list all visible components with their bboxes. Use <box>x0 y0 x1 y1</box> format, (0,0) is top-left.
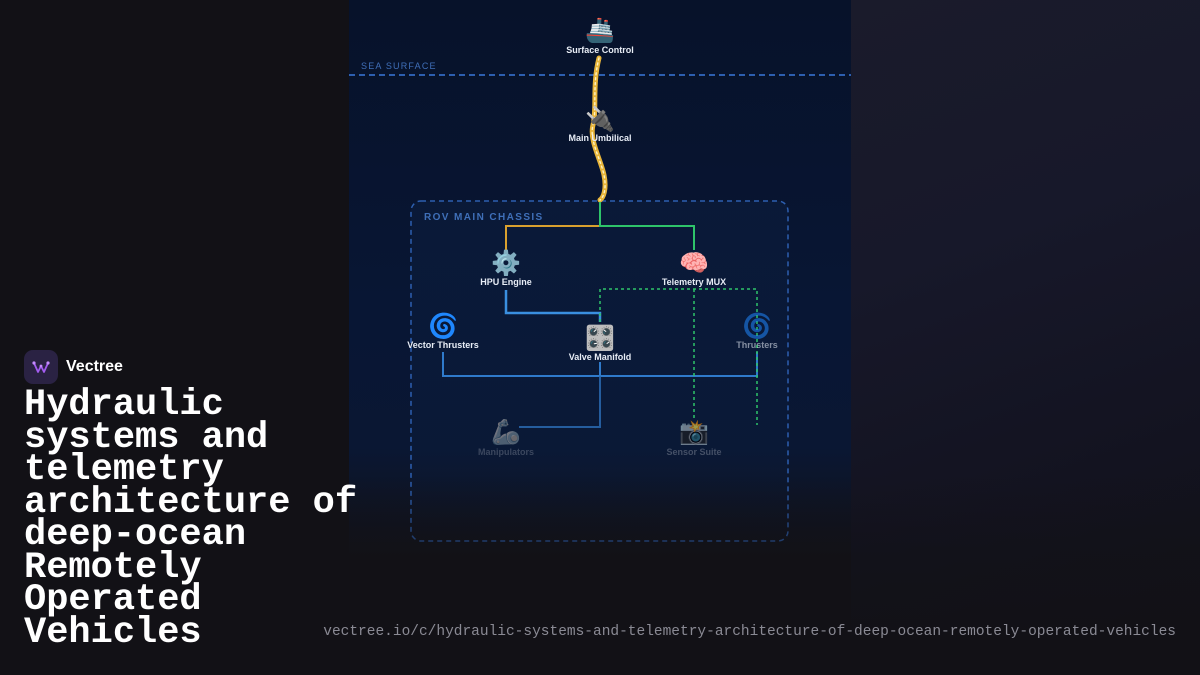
rov-chassis-label: ROV MAIN CHASSIS <box>424 212 544 223</box>
rov-architecture-diagram: SEA SURFACE ROV MAIN CHASSIS 🚢 Surface C… <box>349 0 851 560</box>
surface-control-label: Surface Control <box>566 45 634 55</box>
node-main-umbilical: 🔌 Main Umbilical <box>568 105 631 143</box>
node-manipulators: 🦾 Manipulators <box>478 418 534 457</box>
node-sensor-suite: 📸 Sensor Suite <box>666 418 721 457</box>
brand-name: Vectree <box>66 358 123 375</box>
manipulators-label: Manipulators <box>478 447 534 457</box>
node-surface-control: 🚢 Surface Control <box>566 16 634 55</box>
thrusters-label: Thrusters <box>736 340 778 350</box>
hydraulic-line-hpu-manifold <box>504 290 602 322</box>
vectree-logo-icon <box>24 350 58 384</box>
background-right-panel <box>851 0 1200 675</box>
page-url: vectree.io/c/hydraulic-systems-and-telem… <box>323 624 1176 640</box>
node-thrusters: 🌀 Thrusters <box>736 311 778 350</box>
node-valve-manifold: 🎛️ Valve Manifold <box>569 324 632 362</box>
main-umbilical-label: Main Umbilical <box>568 133 631 143</box>
valve-manifold-label: Valve Manifold <box>569 352 632 362</box>
ship-icon: 🚢 <box>585 16 615 44</box>
telemetry-line-mux <box>599 202 695 250</box>
brand: Vectree <box>24 350 123 384</box>
page-title: Hydraulic systems and telemetry architec… <box>24 384 358 654</box>
brain-icon: 🧠 <box>679 249 709 277</box>
node-vector-thrusters: 🌀 Vector Thrusters <box>407 311 479 350</box>
sensor-suite-label: Sensor Suite <box>666 447 721 457</box>
plug-icon: 🔌 <box>585 105 615 133</box>
control-knobs-icon: 🎛️ <box>585 324 615 352</box>
node-hpu-engine: ⚙️ HPU Engine <box>480 249 532 287</box>
swirl-icon: 🌀 <box>742 311 772 340</box>
telemetry-mux-label: Telemetry MUX <box>662 277 726 287</box>
sea-surface-label: SEA SURFACE <box>361 61 437 71</box>
camera-flash-icon: 📸 <box>679 418 709 446</box>
umbilical-cable-strands <box>591 57 606 201</box>
hpu-engine-label: HPU Engine <box>480 277 532 287</box>
gear-icon: ⚙️ <box>491 249 521 277</box>
diagram-canvas: SEA SURFACE ROV MAIN CHASSIS 🚢 Surface C… <box>349 16 851 542</box>
swirl-icon: 🌀 <box>428 311 458 340</box>
hydraulic-line-manipulators <box>519 376 601 428</box>
node-telemetry-mux: 🧠 Telemetry MUX <box>662 249 726 287</box>
mechanical-arm-icon: 🦾 <box>491 418 521 446</box>
vector-thrusters-label: Vector Thrusters <box>407 340 479 350</box>
telemetry-dashed-bus <box>599 288 758 425</box>
